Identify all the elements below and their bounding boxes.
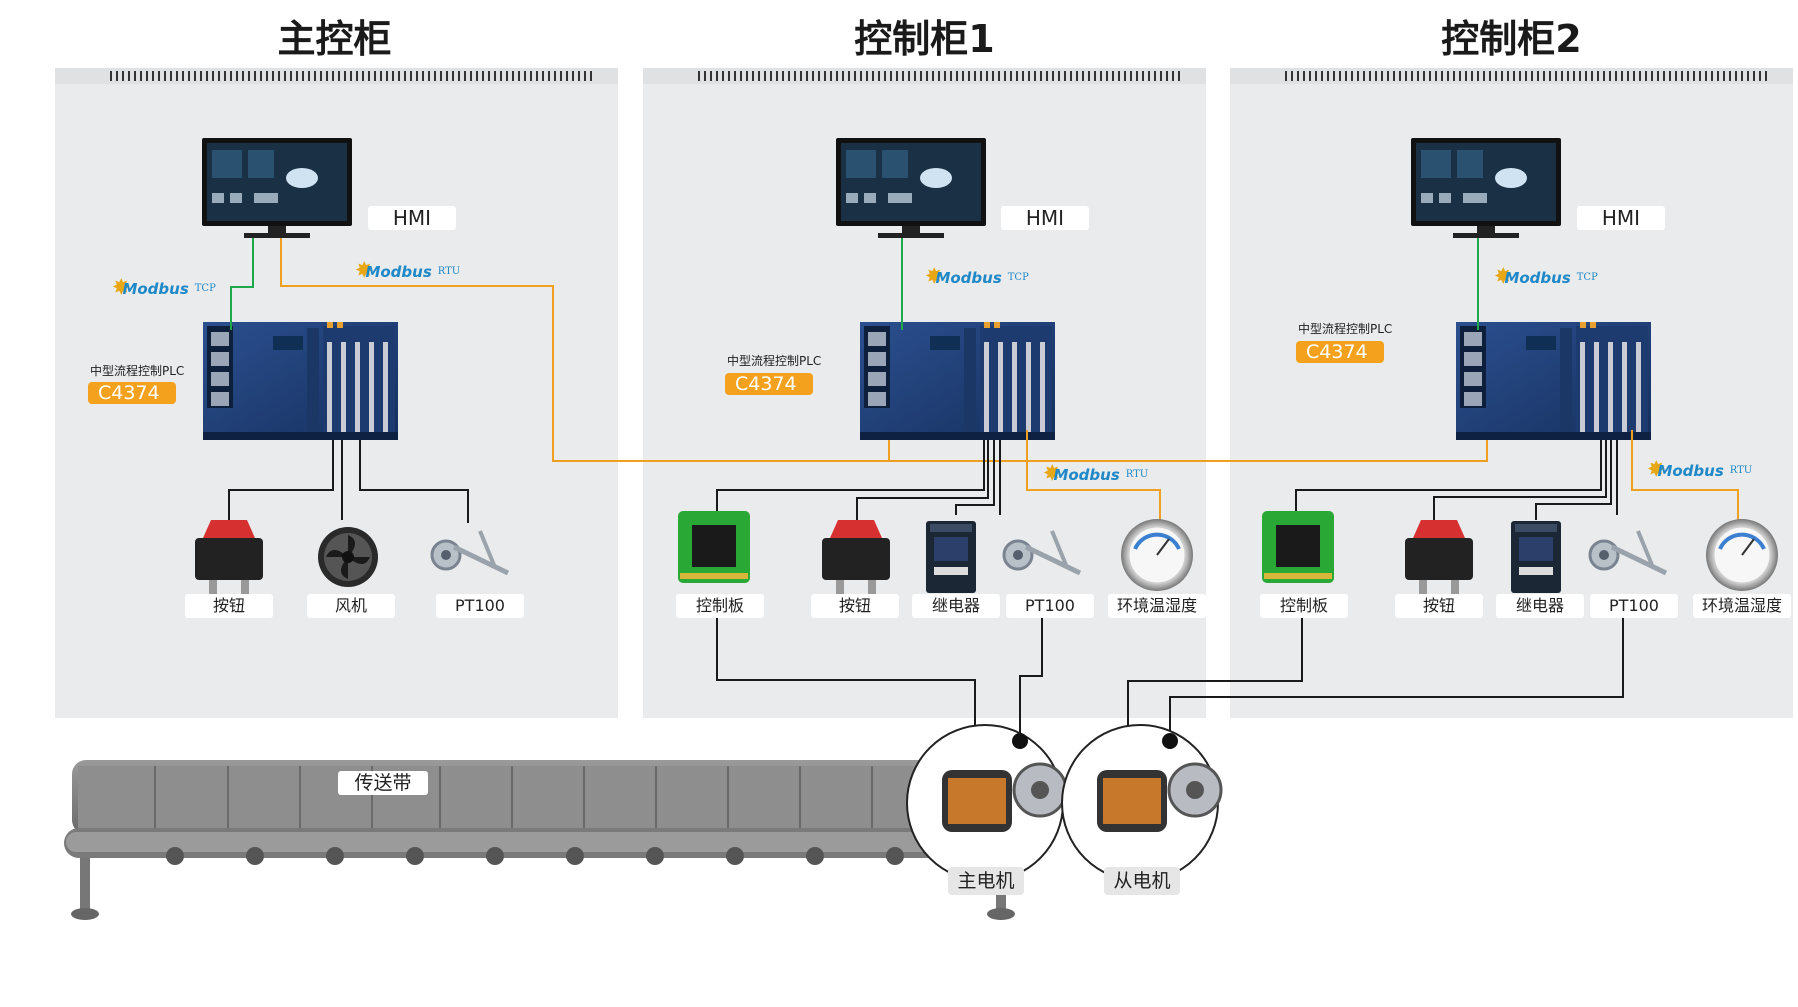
plc-name-1: 中型流程控制PLC [727,354,822,368]
rtu-bus-line [280,238,1488,462]
hmi-monitor-main [202,138,352,238]
device-label-humidity-2: 环境温湿度 [1693,594,1791,618]
slave-motor-label: 从电机 [1104,867,1180,895]
control-board-1 [678,511,750,583]
control-board-2 [1262,511,1334,583]
fan-device-main [318,527,378,587]
conveyor-belt [64,760,1026,920]
master-motor [906,724,1068,882]
plc-model-tag-main: C4374 [88,382,176,404]
device-label-pt100-main: PT100 [436,594,524,618]
io-lines-1 [716,440,1043,738]
plc-model-tag-2: C4374 [1296,341,1384,363]
modbus-logo-icon: ✸ [112,275,131,301]
device-label-button-2: 按钮 [1395,594,1483,618]
hmi-monitor-1 [836,138,986,238]
switch-device-main [195,520,263,594]
device-label-relay-2: 继电器 [1496,594,1584,618]
device-label-fan-main: 风机 [307,594,395,618]
modbus-logo-icon: ✸ [355,258,374,284]
plc-2 [1456,322,1651,440]
hmi-monitor-2 [1411,138,1561,238]
pt100-device-main [432,531,508,573]
modbus-logo-icon: ✸ [1494,264,1513,290]
cabinet-vent-2 [1230,68,1793,84]
device-label-humidity-1: 环境温湿度 [1108,594,1206,618]
hmi-label-2: HMI [1577,206,1665,230]
pt100-device-2 [1590,531,1666,573]
ethernet-line-main [230,238,254,330]
rtu-line-1 [1026,430,1161,520]
humidity-gauge-1 [1119,517,1195,593]
device-label-pt100-1: PT100 [1006,594,1094,618]
plc-name-2: 中型流程控制PLC [1298,322,1393,336]
device-label-board-2: 控制板 [1260,594,1348,618]
rtu-line-2 [1631,430,1739,520]
cabinet-title-2: 控制柜2 [1441,17,1582,61]
plc-main [203,322,398,440]
hmi-label-main: HMI [368,206,456,230]
switch-device-1 [822,520,890,594]
slave-motor [1061,724,1223,882]
device-label-relay-1: 继电器 [912,594,1000,618]
cabinet-title-1: 控制柜1 [854,17,995,61]
pt100-device-1 [1004,531,1080,573]
plc-model-tag-1: C4374 [725,373,813,395]
cabinet-vent-1 [643,68,1206,84]
master-motor-label: 主电机 [948,867,1024,895]
plc-1 [860,322,1055,440]
modbus-logo-icon: ✸ [1043,461,1062,487]
device-label-board-1: 控制板 [676,594,764,618]
plc-name-main: 中型流程控制PLC [90,364,185,378]
modbus-logo-icon: ✸ [1647,457,1666,483]
relay-device-2 [1511,521,1561,593]
io-lines-main [228,440,469,523]
humidity-gauge-2 [1704,517,1780,593]
device-label-pt100-2: PT100 [1590,594,1678,618]
modbus-logo-icon: ✸ [925,264,944,290]
device-label-button-main: 按钮 [185,594,273,618]
cabinet-title-main: 主控柜 [277,17,392,61]
device-label-button-1: 按钮 [811,594,899,618]
io-lines-2 [1127,440,1624,738]
relay-device-1 [926,521,976,593]
cabinet-vent-main [55,68,618,84]
conveyor-label: 传送带 [338,771,428,795]
hmi-label-1: HMI [1001,206,1089,230]
switch-device-2 [1405,520,1473,594]
